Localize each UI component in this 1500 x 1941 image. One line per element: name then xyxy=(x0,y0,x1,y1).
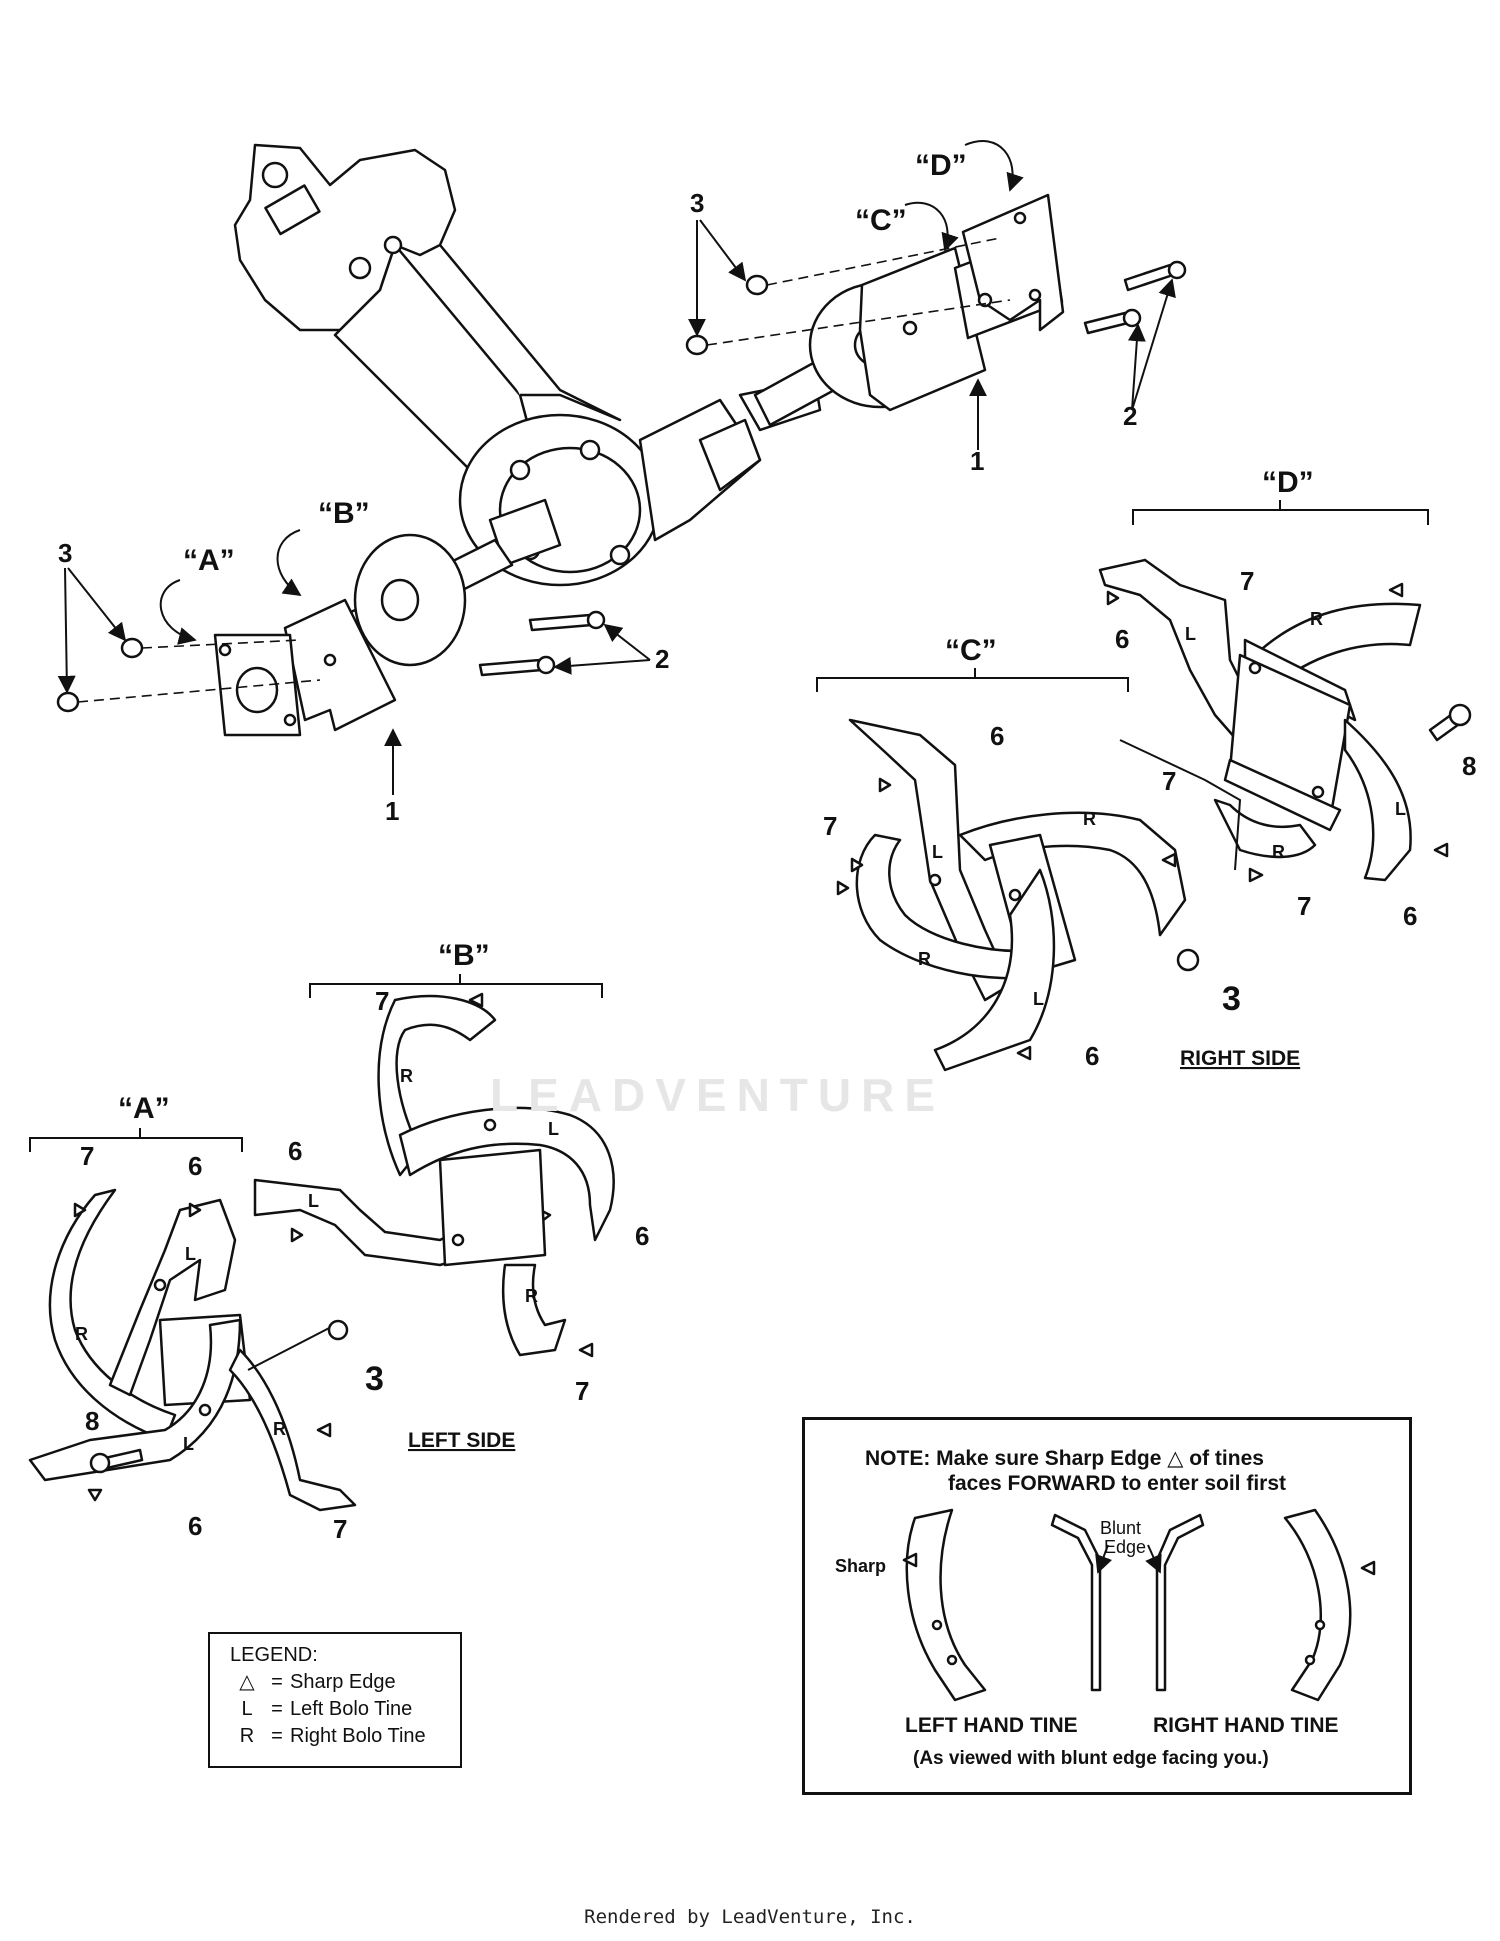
callout-2-top-left: 2 xyxy=(655,644,669,674)
callout-7-d-top: 7 xyxy=(1240,566,1254,596)
blunt-label-1: Blunt xyxy=(1100,1518,1142,1538)
left-hand-tine-label: LEFT HAND TINE xyxy=(905,1714,1078,1737)
label-d-top: “D” xyxy=(915,149,967,182)
note-box: NOTE: Make sure Sharp Edge △ of tines fa… xyxy=(802,1417,1412,1795)
mark-r-c-bottom: R xyxy=(918,949,931,969)
right-hub-assembly xyxy=(685,193,1187,427)
callout-7-a-top: 7 xyxy=(80,1141,94,1171)
label-c-top: “C” xyxy=(855,204,907,237)
callout-1-top-right: 1 xyxy=(970,446,984,476)
watermark: LEADVENTURE xyxy=(490,1069,946,1121)
callout-7-b-top: 7 xyxy=(375,986,389,1016)
label-b-top: “B” xyxy=(318,497,370,530)
callout-3-top-left: 3 xyxy=(58,538,72,568)
mark-r-d-bottom: R xyxy=(1272,842,1285,862)
left-side-label: LEFT SIDE xyxy=(408,1429,515,1452)
callout-3-left-side: 3 xyxy=(365,1360,384,1398)
label-a-group: “A” xyxy=(118,1092,170,1125)
viewed-note: (As viewed with blunt edge facing you.) xyxy=(913,1748,1269,1769)
legend-row-sharp: △ = Sharp Edge xyxy=(230,1669,460,1696)
footer-credit: Rendered by LeadVenture, Inc. xyxy=(584,1906,916,1928)
mark-l-a: L xyxy=(185,1244,196,1264)
mark-l-d: L xyxy=(1185,624,1196,644)
mark-r-b-bottom: R xyxy=(525,1286,538,1306)
mark-l-b-right: L xyxy=(548,1119,559,1139)
callout-7-c-right: 7 xyxy=(1162,766,1176,796)
legend-box: LEGEND: △ = Sharp Edge L = Left Bolo Tin… xyxy=(208,1632,462,1768)
legend-eq: = xyxy=(271,1698,283,1720)
legend-row-left: L = Left Bolo Tine xyxy=(230,1696,460,1723)
note-tine-sketches xyxy=(902,1508,1376,1702)
note-line-1: NOTE: Make sure Sharp Edge △ of tines xyxy=(865,1446,1264,1471)
callout-1-top-left: 1 xyxy=(385,796,399,826)
mark-l-c: L xyxy=(932,842,943,862)
note-line-2: faces FORWARD to enter soil first xyxy=(948,1472,1287,1495)
label-b-group: “B” xyxy=(438,939,490,972)
callout-6-d-right: 6 xyxy=(1403,901,1417,931)
callout-6-b-left: 6 xyxy=(288,1136,302,1166)
mark-l-a-bottom: L xyxy=(183,1434,194,1454)
tine-group-a xyxy=(28,1188,357,1512)
note-text-b: of tines xyxy=(1189,1447,1264,1470)
legend-text: Right Bolo Tine xyxy=(290,1725,426,1747)
legend-row-right: R = Right Bolo Tine xyxy=(230,1723,460,1750)
legend-key: L xyxy=(241,1698,253,1720)
note-label: NOTE: xyxy=(865,1447,931,1470)
mark-r-a: R xyxy=(75,1324,88,1344)
callout-6-a-top: 6 xyxy=(188,1151,202,1181)
callout-3-top-right: 3 xyxy=(690,188,704,218)
right-hand-tine-label: RIGHT HAND TINE xyxy=(1153,1714,1339,1737)
callout-6-c-bottom: 6 xyxy=(1085,1041,1099,1071)
right-side-label: RIGHT SIDE xyxy=(1180,1047,1300,1070)
mark-r-b: R xyxy=(400,1066,413,1086)
legend-text: Left Bolo Tine xyxy=(290,1698,413,1720)
label-a-top: “A” xyxy=(183,544,235,577)
label-d-group: “D” xyxy=(1262,466,1314,499)
callout-7-d-bottom: 7 xyxy=(1297,891,1311,921)
tine-group-b xyxy=(253,992,615,1358)
callout-6-d-left: 6 xyxy=(1115,624,1129,654)
callout-7-a-bottom: 7 xyxy=(333,1514,347,1544)
mark-l-d-right: L xyxy=(1395,799,1406,819)
mark-l-b: L xyxy=(308,1191,319,1211)
callout-6-c-top: 6 xyxy=(990,721,1004,751)
diagram-labels: “D” “C” “B” “A” “D” “C” “B” “A” 3 2 1 3 … xyxy=(58,149,1476,1544)
blunt-label-2: Edge xyxy=(1104,1537,1147,1557)
group-arrows xyxy=(159,140,1024,645)
left-hub-assembly xyxy=(56,533,606,737)
callout-leaders xyxy=(57,219,1176,795)
legend-eq: = xyxy=(271,1725,283,1747)
legend-key: R xyxy=(239,1725,255,1747)
note-text-a: Make sure Sharp Edge xyxy=(936,1447,1162,1470)
callout-6-a-bottom: 6 xyxy=(188,1511,202,1541)
mark-l-c-bottom: L xyxy=(1033,989,1044,1009)
group-brackets xyxy=(29,500,1429,1152)
legend-title: LEGEND: xyxy=(230,1644,318,1666)
label-c-group: “C” xyxy=(945,634,997,667)
callout-2-top-right: 2 xyxy=(1123,401,1137,431)
mark-r-d-top: R xyxy=(1310,609,1323,629)
mark-r-c: R xyxy=(1083,809,1096,829)
triangle-icon: △ xyxy=(1167,1447,1184,1470)
triangle-icon: △ xyxy=(239,1671,255,1693)
mark-r-a-bottom: R xyxy=(273,1419,286,1439)
callout-7-c-left: 7 xyxy=(823,811,837,841)
callout-3-right-side: 3 xyxy=(1222,980,1241,1018)
callout-7-b-bottom: 7 xyxy=(575,1376,589,1406)
legend-eq: = xyxy=(271,1671,283,1693)
callout-8-a: 8 xyxy=(85,1406,99,1436)
callout-6-b-right: 6 xyxy=(635,1221,649,1251)
callout-8-d: 8 xyxy=(1462,751,1476,781)
tine-group-c xyxy=(836,718,1187,1072)
sharp-label: Sharp xyxy=(835,1556,887,1576)
tine-group-d xyxy=(1098,558,1472,972)
legend-text: Sharp Edge xyxy=(290,1671,396,1693)
